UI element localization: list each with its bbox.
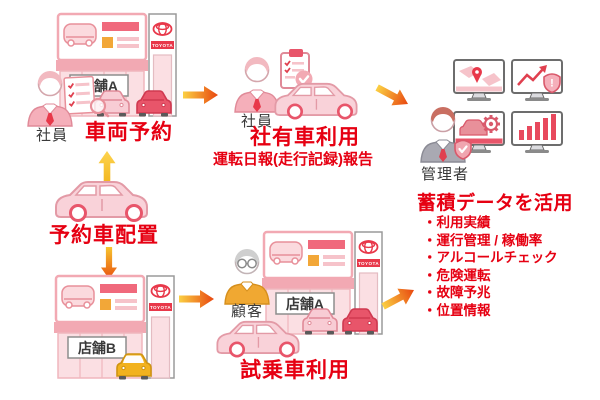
car-front-pink	[302, 308, 338, 335]
insights-list: ・利用実績 ・運行管理 / 稼働率 ・アルコールチェック ・危険運転 ・故障予兆…	[423, 214, 558, 319]
test-drive-car-icon	[216, 320, 300, 358]
store-sign-text: 店舗B	[78, 340, 116, 356]
toyota-brand-text: TOYOTA	[152, 43, 173, 48]
car-front-red	[342, 308, 378, 335]
billboard	[54, 274, 146, 324]
insight-item: ・故障予兆	[423, 285, 491, 300]
step-title-company-car-use: 社有車利用	[250, 126, 360, 149]
store-a-bottom-illustration: 店舗A TOYOTA	[262, 230, 383, 335]
employee-mid-label: 社員	[240, 113, 273, 130]
shield-check-icon	[454, 139, 472, 160]
employee-mid-icon	[234, 57, 280, 113]
step-title-test-drive: 試乗車利用	[240, 359, 350, 382]
checklist-icon	[63, 75, 96, 115]
insight-item: ・運行管理 / 稼働率	[423, 232, 543, 248]
insight-item: ・危険運転	[423, 267, 491, 283]
toyota-pillar: TOYOTA	[146, 275, 175, 379]
store-sign-text: 店舗A	[286, 296, 324, 312]
billboard	[262, 230, 354, 280]
svg-text:!: !	[550, 78, 554, 90]
toyota-logo-icon	[150, 284, 171, 298]
employee-top-icon	[27, 71, 73, 127]
car-gear-monitor-icon	[453, 111, 505, 153]
awning	[54, 322, 146, 333]
step-subtitle-driving-report: 運転日報(走行記録)報告	[213, 151, 373, 168]
flow-arrow-icon-1	[183, 86, 218, 104]
arrow-up-icon	[98, 151, 116, 185]
toyota-logo-icon	[152, 22, 173, 36]
insight-item: ・利用実績	[423, 215, 491, 230]
employee-top-label: 社員	[35, 127, 68, 144]
arrow-down-icon	[101, 247, 117, 279]
clipboard-check-icon	[280, 49, 313, 89]
store-b-illustration: 店舗B TOYOTA	[54, 274, 175, 380]
magnifier-icon	[89, 97, 110, 118]
awning	[262, 278, 354, 289]
insight-item: ・アルコールチェック	[423, 250, 558, 265]
trend-shield-monitor-icon: !	[511, 59, 563, 101]
customer-label: 顧客	[230, 303, 263, 320]
flow-arrow-icon-4	[381, 288, 415, 310]
store-a-top-illustration: 店舗A TOYOTA	[56, 12, 177, 118]
step-title-vehicle-reservation: 車両予約	[85, 121, 173, 144]
customer-icon	[224, 249, 270, 305]
bar-chart-monitor-icon	[511, 111, 563, 153]
insight-item: ・位置情報	[423, 302, 491, 318]
allocate-car-icon	[55, 181, 148, 222]
toyota-brand-text: TOYOTA	[150, 305, 171, 310]
car-front-yellow	[116, 353, 152, 380]
step-title-allocate-car: 予約車配置	[49, 224, 159, 247]
car-front-red	[136, 90, 172, 117]
store-sign: 店舗B	[67, 336, 127, 359]
map-pin-monitor-icon	[453, 59, 505, 101]
flow-arrow-icon-3	[179, 290, 214, 308]
toyota-logo-icon	[358, 240, 379, 254]
insights-title: 蓄積データを活用	[417, 193, 574, 214]
billboard	[56, 12, 148, 62]
monitors-grid: !	[453, 59, 563, 153]
flow-arrow-icon-2	[375, 84, 409, 106]
manager-icon	[420, 107, 472, 163]
toyota-brand-text: TOYOTA	[358, 261, 379, 266]
manager-label: 管理者	[420, 166, 469, 183]
awning	[56, 60, 148, 71]
company-car-icon	[274, 82, 358, 120]
